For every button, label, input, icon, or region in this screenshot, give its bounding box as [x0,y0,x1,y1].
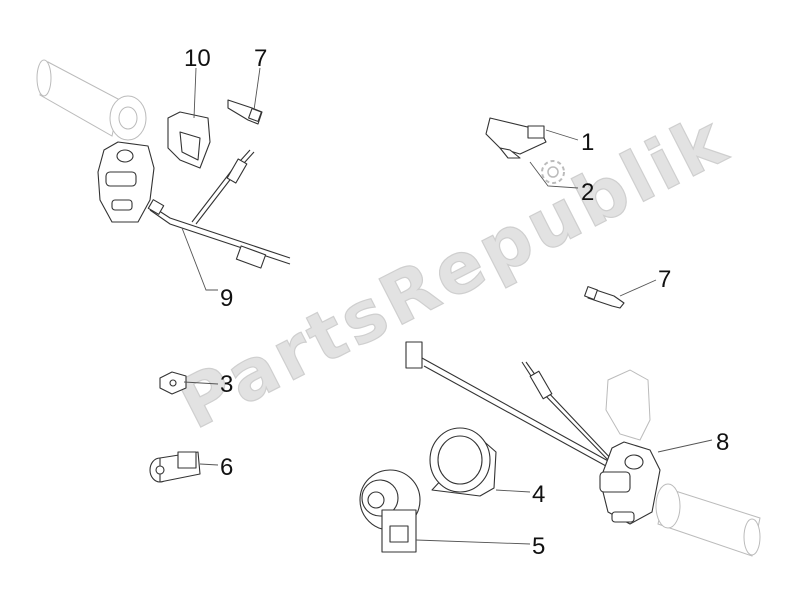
callout-9: 9 [220,285,233,312]
part-8-right-switch-assembly [405,341,761,557]
callout-1: 1 [581,129,594,156]
callout-2: 2 [581,179,594,206]
part-9-left-switch-assembly [97,141,291,269]
part-7-bulb-upper [227,99,263,125]
callout-7-top: 7 [254,45,267,72]
gear-watermark-icon [541,160,565,184]
part-4-ignition-ring [429,427,497,497]
callout-5: 5 [532,533,545,560]
leader-lines [181,67,713,545]
callout-6: 6 [220,454,233,481]
callout-10: 10 [184,45,211,72]
callout-4: 4 [532,481,545,508]
left-grip [36,59,147,141]
part-7-bulb-right [584,286,625,309]
part-1-2-switch [485,117,547,159]
part-10-switch-cover [167,111,211,169]
watermark: PartsRepublik [165,99,738,445]
callout-8: 8 [716,429,729,456]
part-6-socket [149,451,201,483]
callout-3: 3 [220,371,233,398]
callout-7-right: 7 [658,266,671,293]
part-5-ignition-lock [359,469,421,553]
part-3-clip [159,371,187,395]
